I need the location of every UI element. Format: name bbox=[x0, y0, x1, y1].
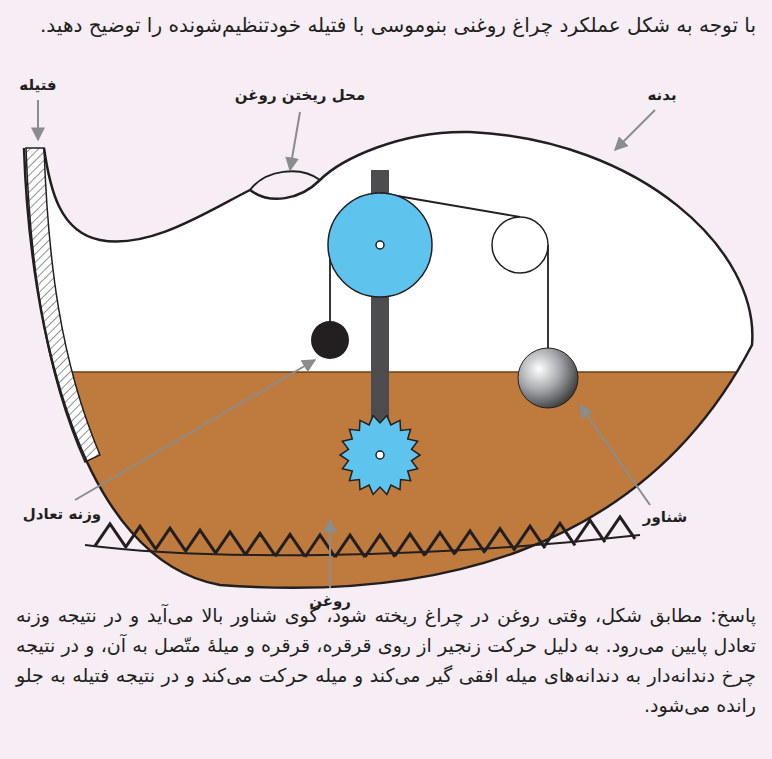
counterweight-label: وزنه تعادل bbox=[23, 505, 101, 523]
wick-label: فتیله bbox=[19, 76, 56, 94]
answer-text: پاسخ: مطابق شکل، وقتی روغن در چراغ ریخته… bbox=[16, 600, 756, 720]
question-text: با توجه به شکل عملکرد چراغ روغنی بنوموسی… bbox=[16, 10, 756, 40]
body-label: بدنه bbox=[647, 86, 676, 104]
oil-label: روغن bbox=[309, 592, 351, 610]
float-label: شناور bbox=[643, 508, 687, 526]
oil-inlet-label: محل ریختن روغن bbox=[235, 86, 365, 104]
